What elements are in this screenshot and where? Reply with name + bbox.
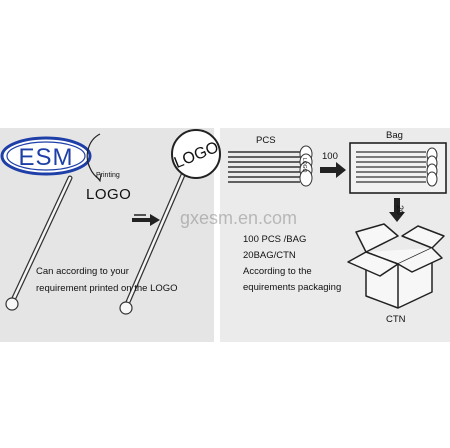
pcs-bundle (228, 145, 313, 187)
info-line-2: 20BAG/CTN (243, 250, 296, 261)
info-line-3: According to the (243, 266, 312, 277)
count-20-label: 20 (395, 205, 405, 216)
pcs-head-logo-text: LOGO (301, 158, 307, 173)
caption-line-2: requirement printed on the LOGO (36, 283, 178, 294)
ctn-label: CTN (386, 314, 406, 325)
bag-arrow-icon (320, 162, 346, 178)
plain-stick-tip (5, 297, 19, 311)
esm-logo-text: ESM (18, 144, 73, 171)
esm-logo-inner-ring (6, 141, 86, 171)
printing-label: Printing (96, 172, 120, 179)
caption-line-1: Can according to your (36, 266, 129, 277)
transform-arrow-icon (132, 214, 160, 226)
logo-stick-highlight (126, 166, 188, 304)
printing-pointer-arrowhead-icon (95, 173, 102, 183)
logo-disc (171, 129, 221, 179)
logo-stick-tip (119, 301, 133, 315)
logo-label: LOGO (86, 186, 132, 203)
plain-stick-highlight (12, 176, 72, 300)
carton-arrow-icon (389, 198, 405, 222)
info-line-1: 100 PCS /BAG (243, 234, 307, 245)
count-100-label: 100 (322, 151, 338, 162)
esm-logo-outer-ring (0, 136, 92, 176)
bag-label: Bag (386, 130, 403, 141)
carton-box-icon (347, 223, 445, 309)
watermark: gxesm.en.com (180, 208, 298, 228)
info-line-4: equirements packaging (243, 282, 342, 293)
pcs-label: PCS (256, 135, 276, 146)
bag-bundle (356, 147, 438, 187)
